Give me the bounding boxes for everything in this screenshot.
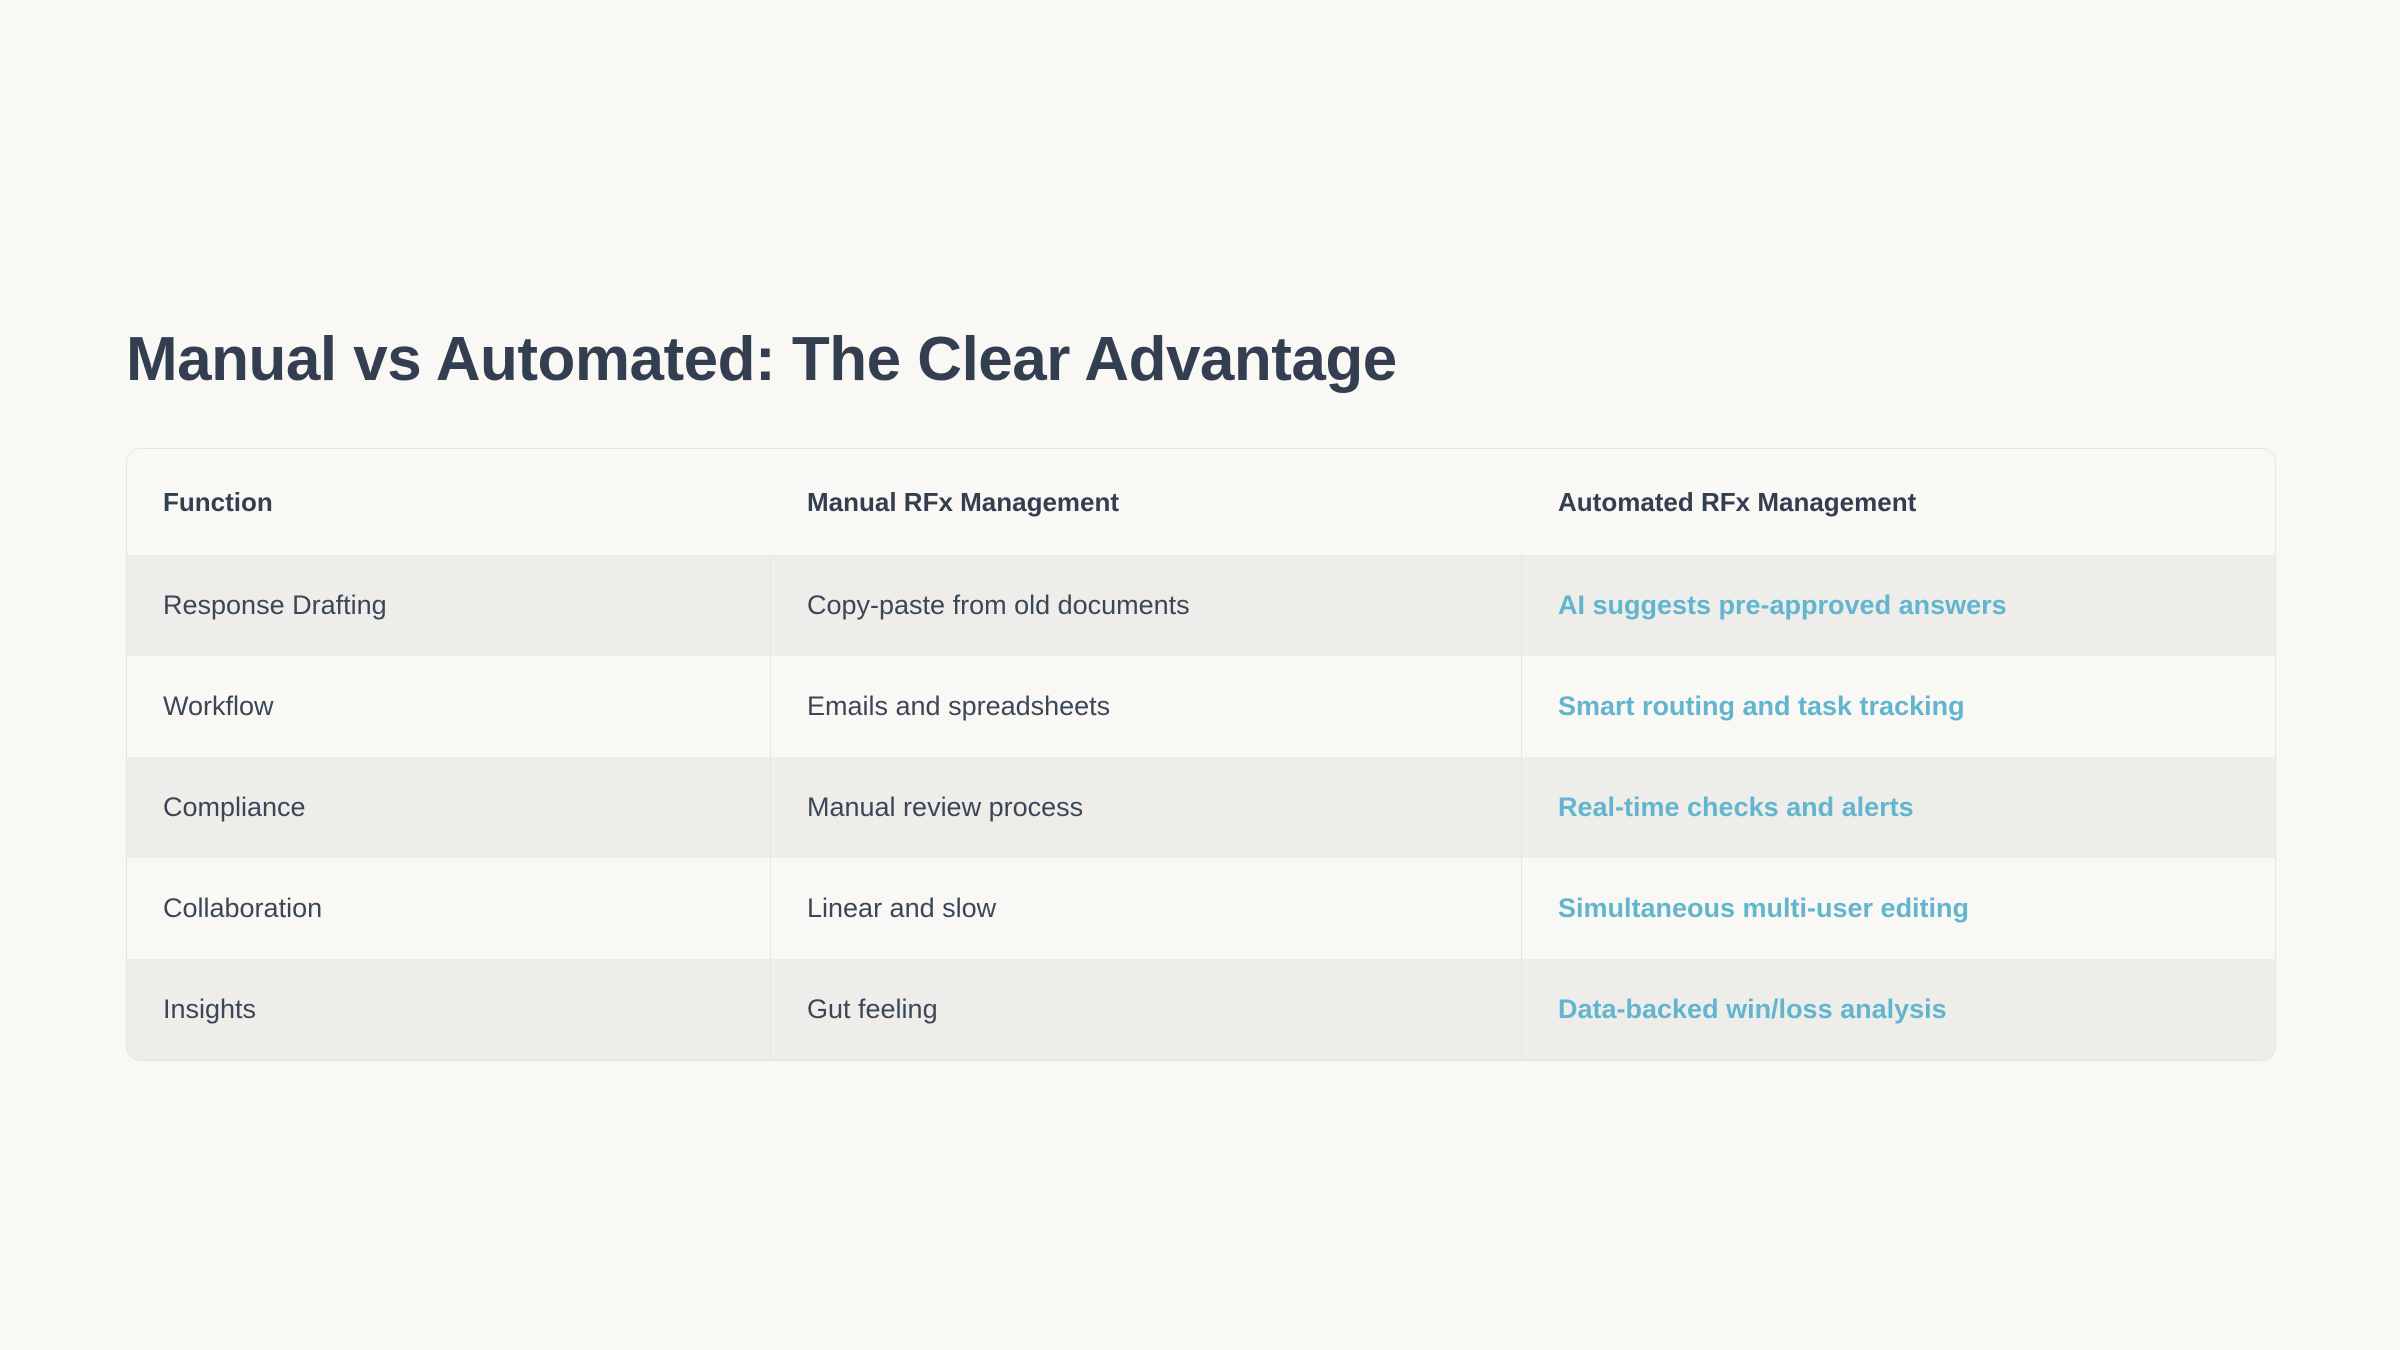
column-header-automated: Automated RFx Management — [1558, 486, 1917, 517]
cell-manual: Emails and spreadsheets — [770, 656, 1521, 757]
cell-function: Workflow — [163, 690, 274, 721]
table-row: Response Drafting Copy-paste from old do… — [127, 555, 2275, 656]
cell-function: Collaboration — [163, 892, 323, 923]
cell-automated: Data-backed win/loss analysis — [1521, 959, 2275, 1060]
column-header-manual: Manual RFx Management — [807, 486, 1120, 517]
cell-function: Compliance — [163, 791, 306, 822]
table-row: Insights Gut feeling Data-backed win/los… — [127, 959, 2275, 1060]
cell-function: Insights — [163, 993, 257, 1024]
cell-automated: Simultaneous multi-user editing — [1521, 858, 2275, 959]
cell-manual: Gut feeling — [770, 959, 1521, 1060]
table-row: Collaboration Linear and slow Simultaneo… — [127, 858, 2275, 959]
cell-manual: Copy-paste from old documents — [770, 555, 1521, 656]
cell-automated: Smart routing and task tracking — [1521, 656, 2275, 757]
table-row: Compliance Manual review process Real-ti… — [127, 757, 2275, 858]
table-header-row: Function Manual RFx Management Automated… — [127, 449, 2275, 555]
cell-manual: Manual review process — [770, 757, 1521, 858]
page-title: Manual vs Automated: The Clear Advantage — [126, 324, 1397, 394]
cell-automated: AI suggests pre-approved answers — [1521, 555, 2275, 656]
table-row: Workflow Emails and spreadsheets Smart r… — [127, 656, 2275, 757]
cell-manual: Linear and slow — [770, 858, 1521, 959]
column-header-function: Function — [163, 486, 273, 517]
cell-automated: Real-time checks and alerts — [1521, 757, 2275, 858]
comparison-table: Function Manual RFx Management Automated… — [126, 448, 2276, 1061]
cell-function: Response Drafting — [163, 589, 387, 620]
